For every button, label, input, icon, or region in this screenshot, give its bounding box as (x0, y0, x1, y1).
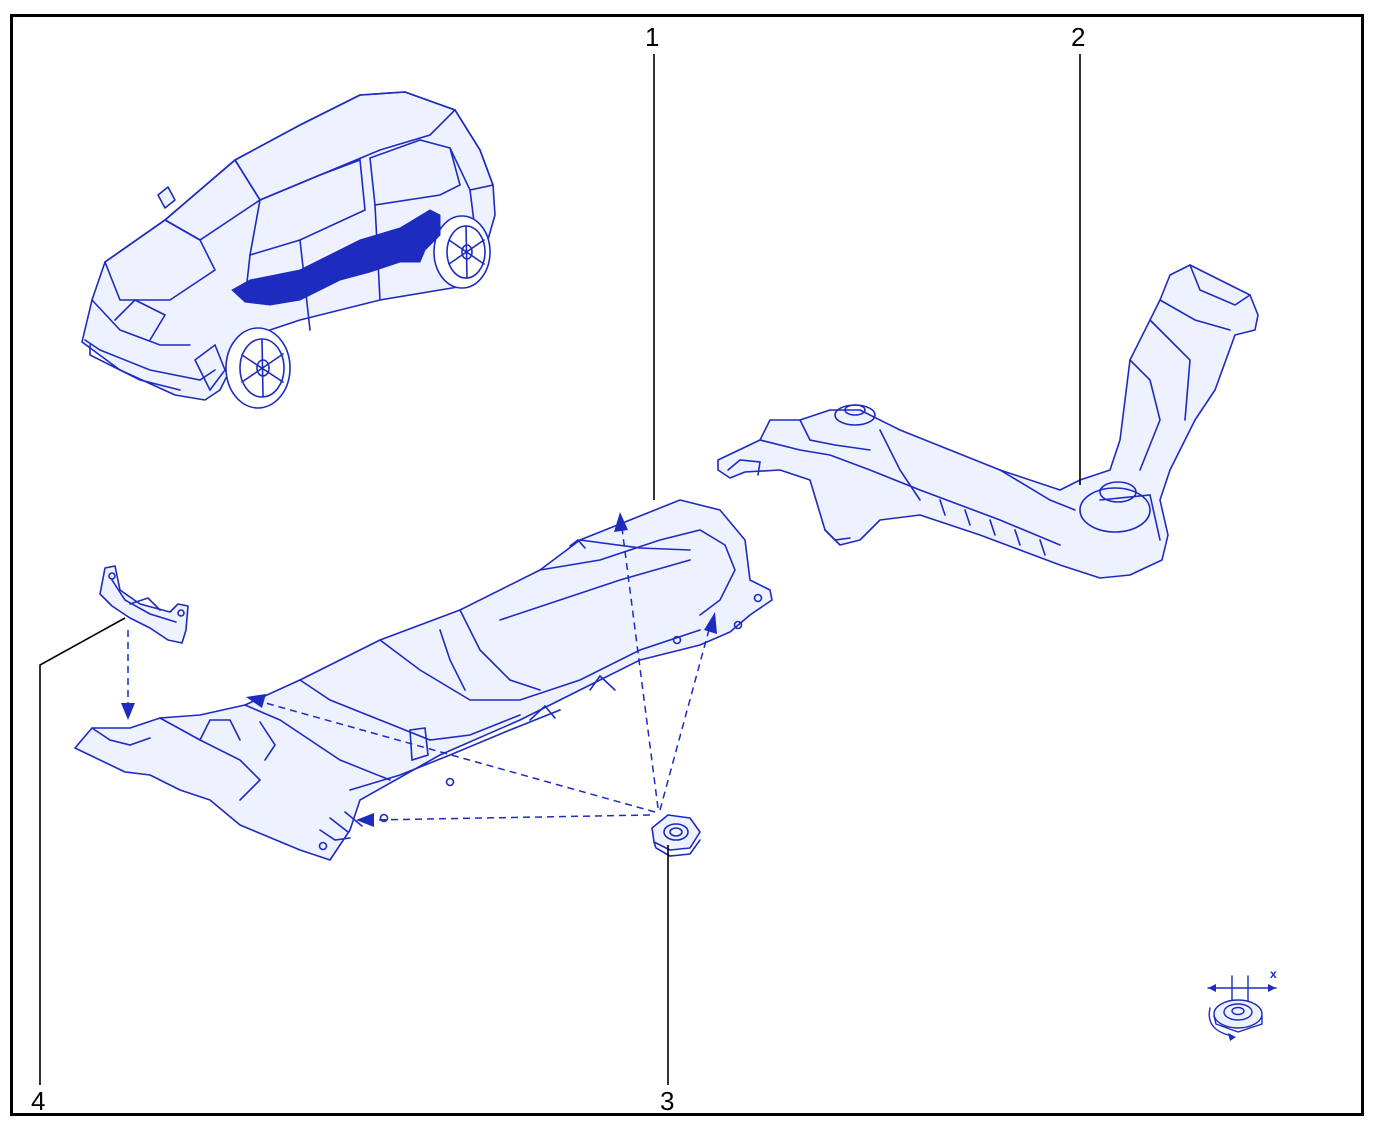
assembly-arrow-nut-to-shield-right (659, 625, 711, 811)
central-heat-shield (74, 499, 773, 861)
assembly-arrow-nut-to-shield-lower (371, 814, 651, 821)
tightening-axis-label: x (1270, 967, 1277, 981)
assembly-arrow-nut-to-shield-front (261, 701, 656, 813)
callout-label-1: 1 (645, 22, 659, 52)
leader-line-4 (39, 617, 126, 1085)
rear-heat-shield (717, 264, 1259, 579)
callout-label-4: 4 (31, 1086, 45, 1116)
highlighted-part-location (231, 209, 441, 306)
callout-label-2: 2 (1071, 22, 1085, 52)
callout-label-3: 3 (660, 1086, 674, 1116)
vehicle-locator-illustration (81, 91, 496, 409)
assembly-arrows (121, 512, 717, 827)
front-bracket (99, 565, 189, 644)
fastener-nut (651, 814, 701, 857)
torque-nut-icon: x (1207, 967, 1277, 1041)
callout-leaders (39, 54, 1081, 1085)
